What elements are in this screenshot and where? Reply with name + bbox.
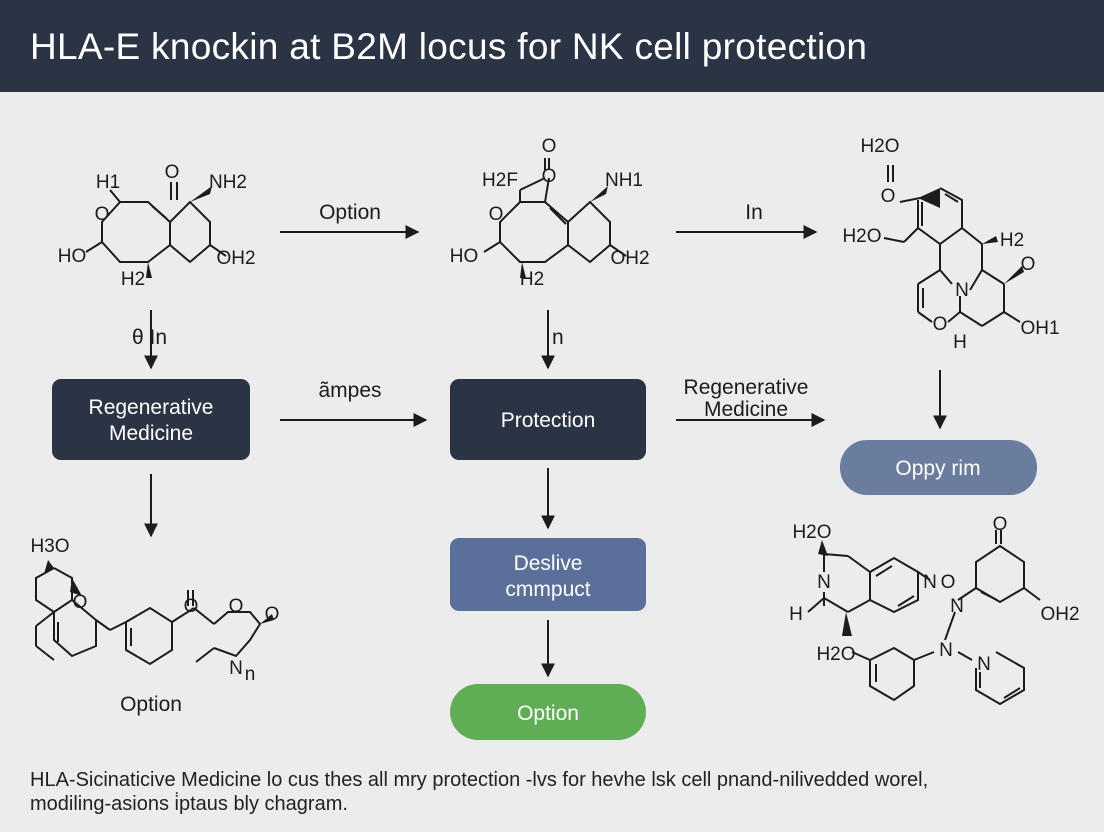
m1-atom-1: O [165, 162, 180, 183]
m5-atom-10: N [977, 654, 991, 675]
m5-atom-0: H2O [792, 522, 831, 543]
label-bottom-left: Option [120, 693, 182, 716]
m3-atom-7: OH1 [1020, 318, 1059, 339]
arrow-label-mid-2-line1: Regenerative [684, 376, 809, 399]
arrow-label-down-2: n [552, 326, 564, 349]
arrow-label-mid-2-line2: Medicine [704, 398, 788, 421]
m2-atom-0: O [542, 136, 557, 157]
m3-atom-4: N [955, 280, 969, 301]
m4-atom-3: O [229, 596, 244, 617]
box-oppy-rim: Oppy rim [840, 440, 1037, 495]
box-deslive-line2: cmmpuct [505, 578, 590, 601]
m3-atom-1: O [881, 186, 896, 207]
box-regenerative-medicine: Regenerative Medicine [52, 379, 250, 460]
box-option-label: Option [517, 702, 579, 725]
arrow-label-top-1: Option [319, 201, 381, 224]
m1-atom-0: H1 [96, 172, 120, 193]
page-title: HLA-E knockin at B2M locus for NK cell p… [30, 26, 868, 67]
caption-line-2: modiling-asions i̇ptaus bly chagram. [30, 793, 348, 815]
box-regenerative-line1: Regenerative [89, 396, 214, 419]
m1-atom-2: NH2 [209, 172, 247, 193]
box-protection: Protection [450, 379, 646, 460]
m5-atom-2: H [789, 604, 803, 625]
arrow-label-down-1: θ In [132, 326, 167, 349]
m2-atom-4: O [489, 204, 504, 225]
molecule-4 [35, 560, 274, 666]
m3-atom-0: H2O [860, 136, 899, 157]
arrow-label-top-2: In [745, 201, 763, 224]
m5-atom-6: N [950, 596, 964, 617]
box-deslive-line1: Deslive [514, 552, 583, 575]
m5-atom-4: O [941, 572, 956, 593]
box-regenerative-line2: Medicine [109, 422, 193, 445]
m4-atom-0: H3O [30, 536, 69, 557]
box-option: Option [450, 684, 646, 740]
m4-atom-4: O [265, 604, 280, 625]
m2-atom-7: H2 [520, 269, 544, 290]
m4-atom-5: N [229, 658, 243, 679]
molecule-3 [883, 165, 1024, 327]
m5-atom-7: OH2 [1040, 604, 1079, 625]
caption-line-1: HLA-Sicinaticive Medicine lo cus thes al… [30, 769, 929, 791]
m5-atom-3: N [923, 572, 937, 593]
m3-atom-3: H2 [1000, 230, 1024, 251]
box-protection-label: Protection [501, 409, 596, 432]
m5-atom-8: H2O [816, 644, 855, 665]
box-deslive-cmmpuct: Deslive cmmpuct [450, 538, 646, 611]
m4-atom-6: n [245, 664, 256, 685]
caption: HLA-Sicinaticive Medicine lo cus thes al… [30, 768, 1080, 816]
header-bar: HLA-E knockin at B2M locus for NK cell p… [0, 0, 1104, 92]
molecule-1 [85, 182, 227, 278]
m5-atom-9: N [939, 640, 953, 661]
m3-atom-6: O [933, 314, 948, 335]
m5-atom-1: N [817, 572, 831, 593]
m2-atom-5: HO [450, 246, 479, 267]
m3-atom-2: H2O [842, 226, 881, 247]
m5-atom-5: O [993, 514, 1008, 535]
m2-atom-2: O [542, 166, 557, 187]
molecule-5 [807, 530, 1041, 706]
m2-atom-6: OH2 [610, 248, 649, 269]
m1-atom-6: H2 [121, 269, 145, 290]
m3-atom-5: O [1021, 254, 1036, 275]
m2-atom-1: H2F [482, 170, 518, 191]
m1-atom-3: O [95, 204, 110, 225]
molecule-2 [483, 158, 627, 278]
m1-atom-4: HO [58, 246, 87, 267]
box-oppy-label: Oppy rim [895, 457, 980, 480]
m2-atom-3: NH1 [605, 170, 643, 191]
diagram-canvas: Regenerative Medicine Protection Oppy ri… [30, 136, 1080, 740]
m4-atom-2: O [184, 596, 199, 617]
m1-atom-5: OH2 [216, 248, 255, 269]
arrow-label-mid-1: ãmpes [318, 379, 381, 402]
m3-atom-8: H [953, 332, 967, 353]
m4-atom-1: O [73, 592, 88, 613]
